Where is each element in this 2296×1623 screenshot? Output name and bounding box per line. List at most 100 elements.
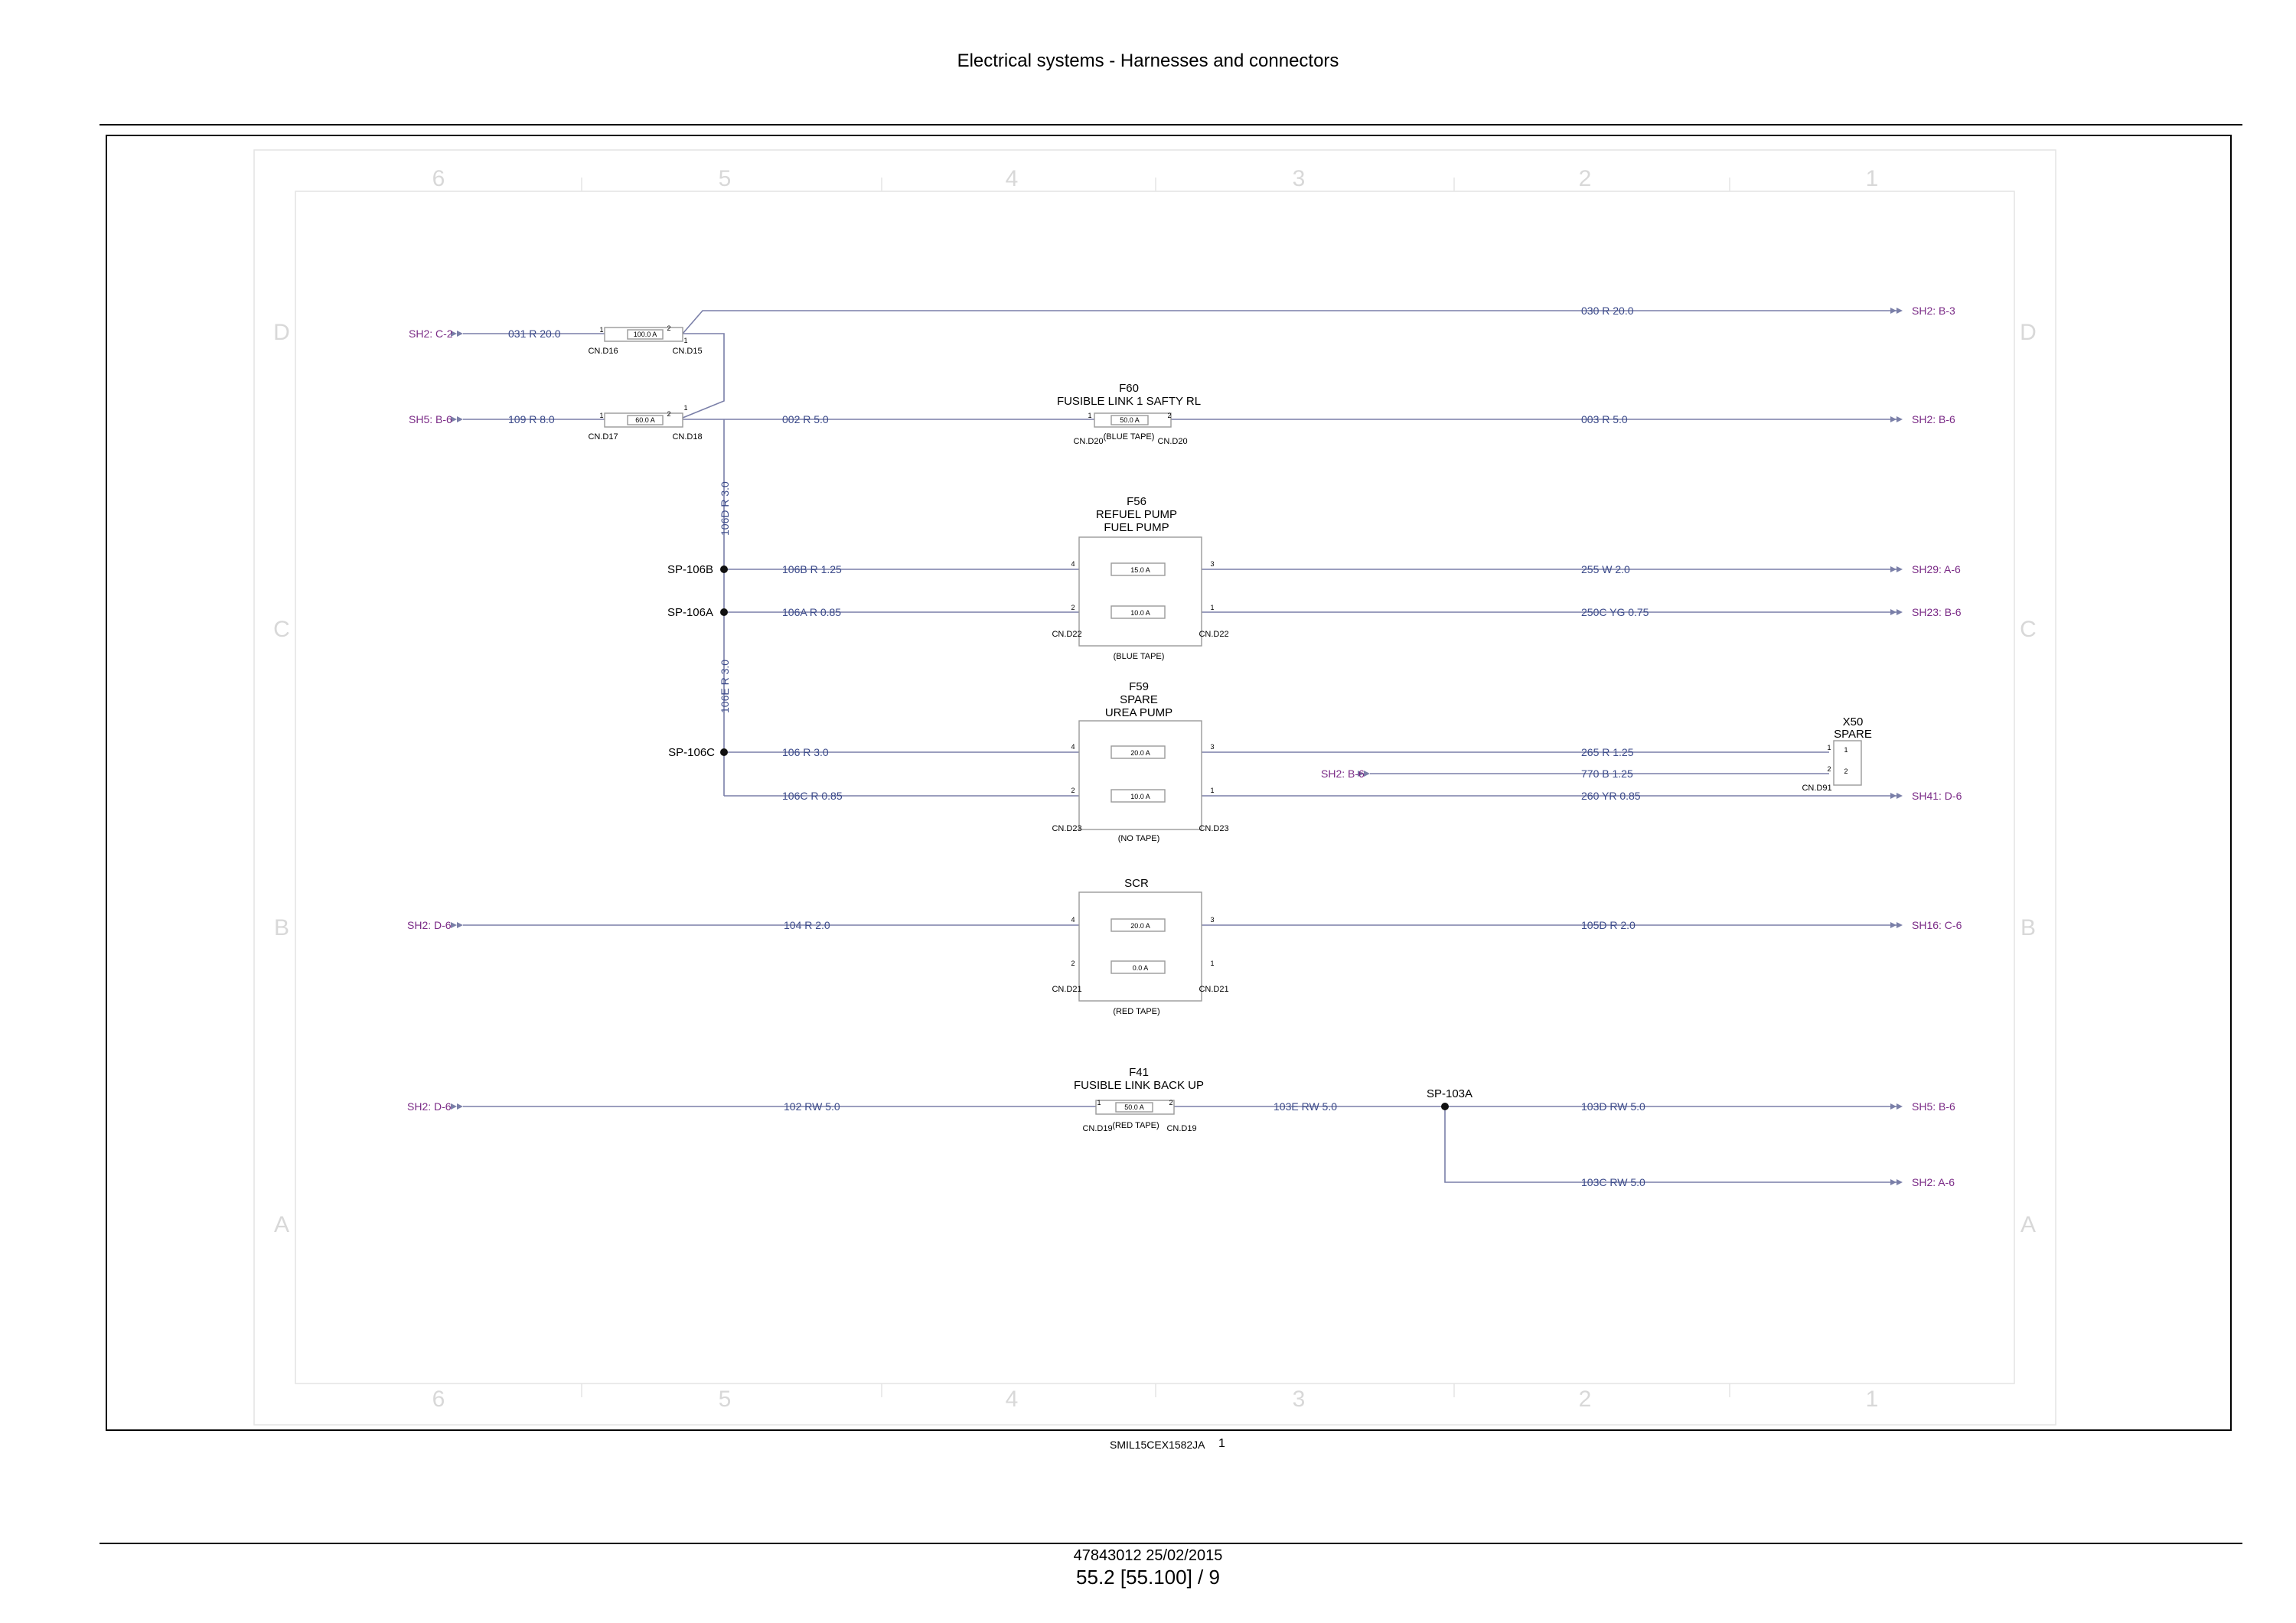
f59-tape: (NO TAPE) — [1118, 834, 1160, 843]
grid-col-1-top: 1 — [1866, 166, 1879, 191]
wire-030 — [682, 310, 1896, 334]
f60-id: F60 — [1119, 382, 1139, 395]
wire-label-106e: 106E R 3.0 — [719, 660, 731, 713]
fusible-link-60a — [604, 412, 683, 428]
wire-label-770: 770 B 1.25 — [1581, 768, 1633, 780]
cn-d21-right: CN.D21 — [1199, 985, 1228, 994]
wire-label-106c: 106C R 0.85 — [782, 790, 843, 802]
splice-sp106a-dot — [720, 608, 728, 616]
pin-f56-4: 4 — [1071, 560, 1075, 568]
splice-sp106c: SP-106C — [668, 746, 715, 759]
grid-col-1-bottom: 1 — [1866, 1387, 1879, 1412]
scr-name: SCR — [1124, 877, 1149, 890]
wire-103c — [1444, 1106, 1896, 1183]
ref-sh2-c2: SH2: C-2 — [409, 328, 453, 340]
header-rule — [99, 124, 2242, 125]
grid-col-6-bottom: 6 — [432, 1387, 445, 1412]
splice-sp106b-dot — [720, 565, 728, 573]
grid-row-b-right: B — [2020, 915, 2036, 940]
pin-d16-1: 1 — [599, 326, 603, 334]
cn-d15: CN.D15 — [672, 347, 702, 356]
wire-label-003: 003 R 5.0 — [1581, 413, 1628, 425]
pin-d15-1: 1 — [683, 337, 687, 344]
pin-d15-2: 2 — [667, 324, 670, 332]
pin-d20-1: 1 — [1088, 412, 1091, 419]
wire-label-106d: 106D R 3.0 — [719, 481, 731, 536]
grid-col-3-top: 3 — [1293, 166, 1306, 191]
wire-link-d15-d18 — [682, 333, 725, 419]
splice-sp106a: SP-106A — [667, 606, 713, 619]
fusible-link-100a — [604, 327, 683, 342]
f59-rating-top: 20.0 A — [1130, 749, 1150, 757]
grid-col-2-bottom: 2 — [1579, 1387, 1592, 1412]
drawing-id: SMIL15CEX1582JA — [1110, 1439, 1205, 1451]
grid-col-5-bottom: 5 — [719, 1387, 732, 1412]
ref-sh2-a6: SH2: A-6 — [1912, 1176, 1955, 1188]
footer-rule — [99, 1543, 2242, 1544]
grid-col-6-top: 6 — [432, 166, 445, 191]
f56-id: F56 — [1127, 495, 1146, 508]
inner-grid-border — [295, 191, 2015, 1384]
wire-label-255: 255 W 2.0 — [1581, 563, 1630, 575]
f59-name2: UREA PUMP — [1105, 706, 1172, 719]
cn-d23-right: CN.D23 — [1199, 824, 1228, 833]
wire-label-103e: 103E RW 5.0 — [1274, 1100, 1337, 1113]
wire-label-102: 102 RW 5.0 — [784, 1100, 840, 1113]
wire-label-250c: 250C YG 0.75 — [1581, 606, 1649, 618]
grid-col-3-bottom: 3 — [1293, 1387, 1306, 1412]
f60-fuse-body — [1094, 412, 1172, 428]
cn-d21-left: CN.D21 — [1052, 985, 1081, 994]
f60-rating: 50.0 A — [1120, 416, 1140, 424]
cn-d91: CN.D91 — [1802, 784, 1831, 793]
cn-d17: CN.D17 — [588, 432, 618, 442]
f56-box — [1078, 536, 1202, 647]
ref-sh41-d6: SH41: D-6 — [1912, 790, 1962, 802]
pin-scr-3: 3 — [1210, 916, 1214, 924]
cn-d19-right: CN.D19 — [1166, 1124, 1196, 1133]
scr-rating-bottom: 0.0 A — [1133, 964, 1149, 972]
ref-sh2-b3: SH2: B-3 — [1912, 305, 1955, 317]
pin-x50-1-outer: 1 — [1827, 744, 1831, 751]
pin-x50-2-inner: 2 — [1844, 768, 1848, 775]
splice-sp106b: SP-106B — [667, 563, 713, 576]
splice-sp103a: SP-103A — [1427, 1087, 1473, 1100]
wire-label-031: 031 R 20.0 — [508, 328, 561, 340]
pin-scr-4: 4 — [1071, 916, 1075, 924]
scr-box — [1078, 891, 1202, 1002]
splice-sp106c-dot — [720, 748, 728, 756]
wire-label-265: 265 R 1.25 — [1581, 746, 1634, 758]
cn-d22-left: CN.D22 — [1052, 630, 1081, 639]
wire-label-260: 260 YR 0.85 — [1581, 790, 1641, 802]
f59-box — [1078, 720, 1202, 830]
x50-connector — [1833, 740, 1862, 786]
cn-d16: CN.D16 — [588, 347, 618, 356]
splice-sp103a-dot — [1441, 1103, 1449, 1110]
fl100-rating: 100.0 A — [634, 331, 657, 338]
pin-f59-3: 3 — [1210, 743, 1214, 751]
wire-label-030: 030 R 20.0 — [1581, 305, 1634, 317]
f56-name1: REFUEL PUMP — [1096, 508, 1177, 521]
cn-d20-left: CN.D20 — [1073, 437, 1103, 446]
pin-f56-1: 1 — [1210, 604, 1214, 611]
wire-label-103c: 103C RW 5.0 — [1581, 1176, 1645, 1188]
page-number: 55.2 [55.100] / 9 — [1076, 1566, 1220, 1589]
pin-f56-2: 2 — [1071, 604, 1075, 611]
wire-label-109: 109 R 8.0 — [508, 413, 555, 425]
ref-sh16-c6: SH16: C-6 — [1912, 919, 1962, 931]
arrowheads — [451, 308, 1903, 1185]
grid-col-4-bottom: 4 — [1006, 1387, 1019, 1412]
ref-sh2-d6-f41: SH2: D-6 — [407, 1100, 452, 1113]
wire-label-106b: 106B R 1.25 — [782, 563, 842, 575]
pin-x50-2-outer: 2 — [1827, 765, 1831, 773]
pin-f59-2: 2 — [1071, 787, 1075, 794]
cn-d19-left: CN.D19 — [1082, 1124, 1112, 1133]
grid-col-2-top: 2 — [1579, 166, 1592, 191]
f59-rating-bottom: 10.0 A — [1130, 793, 1150, 800]
page-header: Electrical systems - Harnesses and conne… — [957, 51, 1339, 71]
pin-d17-1: 1 — [599, 412, 603, 419]
fl60-rating: 60.0 A — [635, 416, 655, 424]
f56-tape: (BLUE TAPE) — [1114, 652, 1165, 661]
grid-row-c-left: C — [273, 617, 290, 642]
x50-id: X50 — [1843, 715, 1864, 728]
